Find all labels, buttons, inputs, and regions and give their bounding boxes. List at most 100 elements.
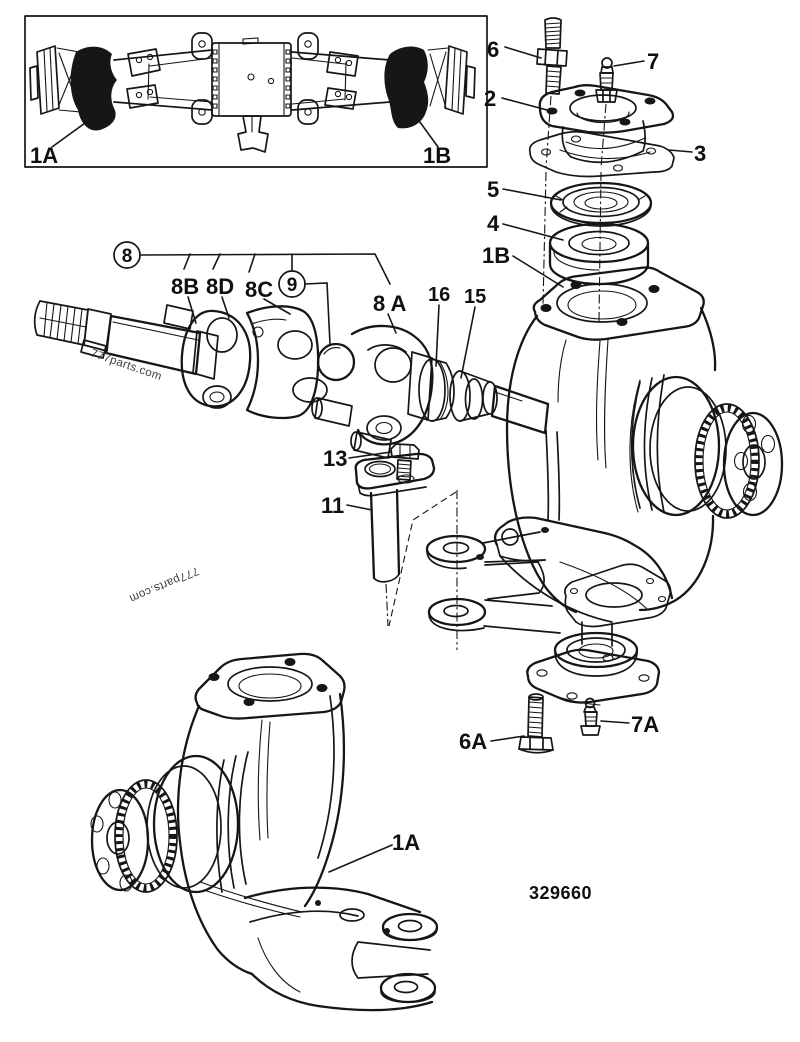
leader-5 <box>502 188 562 201</box>
lower-bearing <box>553 631 639 677</box>
label-8b: 8B <box>171 274 199 299</box>
label-8a: 8 A <box>373 291 407 316</box>
leader-3 <box>668 149 693 153</box>
steering-knuckle-right <box>388 266 784 650</box>
pin-axis-line <box>385 583 389 627</box>
lower-gasket-plate <box>564 563 672 628</box>
centering-ball <box>316 342 356 382</box>
boot-rings-15 <box>449 370 498 422</box>
stub-shaft <box>490 384 550 435</box>
uj-centre-drum <box>245 305 328 420</box>
knuckle-r-body <box>505 306 717 614</box>
inset-border <box>24 15 488 168</box>
label-1a: 1A <box>392 830 420 855</box>
pin-plane-line <box>388 491 457 627</box>
label-2: 2 <box>484 86 496 111</box>
steering-knuckle-left <box>90 652 439 1012</box>
label-7: 7 <box>647 49 659 74</box>
knuckle-r-top-flange <box>532 266 705 341</box>
swivel-axis-line <box>598 171 602 323</box>
label-8c: 8C <box>245 277 273 302</box>
inset-diff-bolts <box>212 49 291 109</box>
leader-8c <box>263 298 291 315</box>
leader-9 <box>304 282 331 345</box>
grease-nipple-drawing <box>595 57 618 169</box>
label-8: 8 <box>122 246 133 267</box>
inset-label-1a: 1A <box>30 143 58 168</box>
inset-leader-1b <box>416 117 439 148</box>
inset-knuckle-left <box>70 46 117 131</box>
swivel-pin-exploded-column <box>528 17 675 323</box>
knuckle-l-body <box>176 692 346 976</box>
label-11: 11 <box>321 493 344 518</box>
knuckle-r-hub <box>630 374 784 519</box>
label-1b: 1B <box>482 243 510 268</box>
label-8d: 8D <box>206 274 234 299</box>
label-4: 4 <box>487 211 500 236</box>
stud-drawing <box>536 17 568 169</box>
leader-6a <box>490 735 525 742</box>
leader-11 <box>346 504 373 511</box>
leader-8b <box>187 296 197 324</box>
leader-4 <box>502 223 564 241</box>
label-9: 9 <box>287 275 298 296</box>
leader-8a <box>387 313 397 334</box>
leader-1a <box>328 844 393 873</box>
front-axle-inset: 1A 1B <box>24 15 488 168</box>
shaft-key-piece <box>80 339 107 359</box>
watermark-lower: 777parts.com <box>127 564 200 604</box>
hub-spline-teeth-left <box>115 780 177 892</box>
seal-drawing <box>549 181 653 227</box>
grease-fitting-7a-drawing <box>580 697 601 736</box>
shaft-collar-16 <box>418 358 455 422</box>
bearing-drawing <box>548 222 650 286</box>
inset-leader-1a <box>51 117 93 148</box>
leader-2 <box>501 97 548 111</box>
leader-8d <box>221 296 230 319</box>
callouts: 6 7 2 3 5 4 1B 8 8B 8D 8C 9 8 A 16 15 13 <box>113 37 706 873</box>
leader-6 <box>504 46 542 59</box>
leader-1b <box>512 255 564 288</box>
label-16: 16 <box>428 284 450 306</box>
lower-swivel-assembly <box>518 563 672 754</box>
axle-shaft-assembly <box>33 300 550 459</box>
label-3: 3 <box>694 141 706 166</box>
stud-axis-line <box>542 171 547 306</box>
knuckle-r-clevis <box>425 531 561 634</box>
inset-mount-ears <box>191 32 319 125</box>
leader-16 <box>435 304 440 367</box>
splined-shaft-end <box>33 300 89 346</box>
pin-and-bracket <box>354 443 436 627</box>
leader-15 <box>460 306 476 379</box>
leader-7a <box>600 720 630 724</box>
knuckle-l-top-flange <box>194 652 346 720</box>
label-6a: 6A <box>459 729 487 754</box>
knuckle-l-fork <box>243 886 439 1012</box>
inset-axle-drawing <box>29 32 476 153</box>
knuckle-l-hub <box>90 751 249 894</box>
leader-7 <box>613 60 645 67</box>
drawing-number: 329660 <box>529 883 592 903</box>
bracket-drawing <box>354 452 436 497</box>
label-15: 15 <box>464 286 486 308</box>
shim-plate-drawing <box>528 130 675 178</box>
inset-knuckle-right <box>384 46 429 129</box>
hub-spline-teeth <box>695 404 759 518</box>
lower-flange-plate <box>526 648 661 706</box>
shaft-end-hub <box>192 330 219 380</box>
leader-8-group <box>139 253 391 285</box>
bolt-6a-drawing <box>518 693 554 754</box>
inner-yoke <box>163 304 252 409</box>
inset-label-1b: 1B <box>423 143 451 168</box>
leader-8-branches <box>183 253 293 273</box>
label-13: 13 <box>323 446 347 471</box>
pin-drawing <box>369 488 401 583</box>
label-6: 6 <box>487 37 499 62</box>
top-cap-drawing <box>538 84 675 164</box>
label-7a: 7A <box>631 712 659 737</box>
leader-13 <box>348 451 392 459</box>
watermark-upper: 777parts.com <box>89 347 163 383</box>
label-5: 5 <box>487 177 499 202</box>
